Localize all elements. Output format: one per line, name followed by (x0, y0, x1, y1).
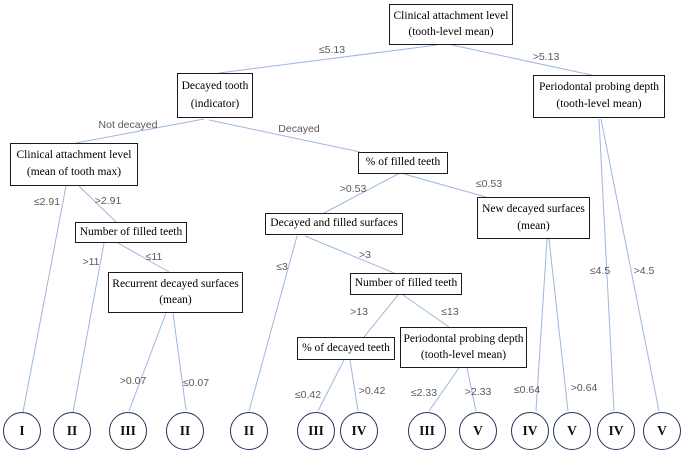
leaf-node: III (408, 412, 446, 450)
node-cal-tooth-level-mean: Clinical attachment level (tooth-level m… (389, 4, 513, 45)
node-sublabel: (tooth-level mean) (408, 25, 494, 38)
edge-label-le-233: ≤2.33 (410, 387, 438, 399)
node-label: Clinical attachment level (393, 9, 509, 22)
edge-decayed-filled-to-leaf-5 (248, 235, 298, 412)
edge-pct-filled-to-decayed-filled (323, 173, 399, 214)
edge-label-gt-3: >3 (359, 249, 371, 261)
node-sublabel: (mean) (517, 219, 550, 232)
node-sublabel: (tooth-level mean) (556, 98, 642, 111)
leaf-node: IV (597, 412, 635, 450)
edge-pct-decayed-to-leaf-6 (317, 359, 345, 412)
node-pct-filled-teeth: % of filled teeth (358, 152, 448, 174)
edge-ppd-bottom-to-leaf-9 (466, 367, 477, 412)
leaf-node: IV (340, 412, 378, 450)
node-label: Periodontal probing depth (403, 332, 524, 345)
edge-label-gt-513: >5.13 (532, 51, 560, 63)
edge-decayed-filled-to-num-filled-right (304, 235, 395, 274)
leaf-node: I (3, 412, 41, 450)
node-cal-mean-of-tooth-max: Clinical attachment level (mean of tooth… (10, 143, 138, 186)
leaf-node: III (109, 412, 147, 450)
node-sublabel: (tooth-level mean) (420, 348, 507, 361)
node-recurrent-decayed-surfaces: Recurrent decayed surfaces (mean) (108, 272, 243, 313)
node-new-decayed-surfaces: New decayed surfaces (mean) (477, 197, 590, 239)
edge-cal-tooth-max-to-num-filled-left (78, 185, 117, 223)
leaf-node: III (297, 412, 335, 450)
node-decayed-tooth: Decayed tooth (indicator) (177, 73, 253, 118)
edge-label-gt-007: >0.07 (119, 375, 147, 387)
edge-label-le-042: ≤0.42 (294, 389, 322, 401)
leaf-node: V (459, 412, 497, 450)
leaf-node: II (53, 412, 91, 450)
edge-root-to-ppd-right (451, 44, 597, 77)
edge-pct-filled-to-new-decayed (403, 173, 487, 198)
edge-label-le-007: ≤0.07 (182, 377, 210, 389)
node-label: Periodontal probing depth (538, 81, 660, 94)
edge-decayed-tooth-to-cal-tooth-max (75, 118, 205, 144)
edge-decayed-tooth-to-pct-filled (208, 119, 361, 153)
node-pct-decayed-teeth: % of decayed teeth (297, 337, 395, 360)
node-ppd-tooth-level-mean-right: Periodontal probing depth (tooth-level m… (533, 75, 665, 118)
edge-label-not-decayed: Not decayed (98, 119, 158, 131)
edge-ppd-right-to-leaf-13 (600, 118, 660, 412)
edge-ppd-right-to-leaf-12 (598, 118, 615, 412)
edge-label-le-291: ≤2.91 (33, 196, 61, 208)
edge-label-decayed: Decayed (278, 123, 320, 135)
leaf-node: IV (511, 412, 549, 450)
node-number-filled-teeth-right: Number of filled teeth (350, 273, 462, 295)
edge-label-gt-233: >2.33 (464, 386, 492, 398)
edge-num-filled-left-to-leaf-2 (72, 242, 105, 413)
node-sublabel: (mean of tooth max) (26, 166, 122, 179)
edge-label-gt-291: >2.91 (94, 195, 122, 207)
edge-pct-decayed-to-leaf-7 (349, 359, 359, 412)
node-number-filled-teeth-left: Number of filled teeth (75, 222, 187, 243)
edge-label-gt-13: >13 (350, 306, 368, 318)
node-label: Number of filled teeth (79, 225, 183, 238)
node-label: Decayed tooth (181, 80, 249, 92)
node-label: Number of filled teeth (354, 277, 458, 290)
edge-label-le-13: ≤13 (441, 306, 459, 318)
edge-label-gt-042: >0.42 (358, 385, 386, 397)
node-label: Decayed and filled surfaces (270, 217, 398, 230)
leaf-node: II (230, 412, 268, 450)
node-ppd-tooth-level-mean-bottom: Periodontal probing depth (tooth-level m… (400, 327, 527, 368)
edge-recurrent-to-leaf-4 (172, 312, 187, 411)
edge-label-le-053: ≤0.53 (475, 178, 503, 190)
edge-num-filled-right-to-ppd-bottom (402, 294, 450, 328)
edge-label-gt-064: >0.64 (570, 382, 598, 394)
edge-cal-tooth-max-to-leaf-1 (22, 185, 67, 413)
node-label: % of decayed teeth (302, 341, 390, 354)
node-label: Clinical attachment level (16, 149, 132, 162)
node-label: % of filled teeth (365, 156, 441, 169)
edge-new-decayed-to-leaf-10 (535, 238, 548, 412)
edge-label-le-45: ≤4.5 (589, 265, 611, 277)
node-sublabel: (indicator) (190, 97, 240, 110)
leaf-node: V (643, 412, 681, 450)
edge-label-le-11: ≤11 (145, 251, 163, 263)
node-decayed-and-filled-surfaces: Decayed and filled surfaces (265, 213, 403, 235)
edge-num-filled-right-to-pct-decayed (363, 294, 399, 338)
edge-label-le-3: ≤3 (276, 261, 288, 273)
node-sublabel: (mean) (159, 293, 192, 306)
edge-label-gt-45: >4.5 (633, 265, 655, 277)
node-label: New decayed surfaces (482, 203, 585, 215)
leaf-node: V (553, 412, 591, 450)
node-label: Recurrent decayed surfaces (112, 277, 239, 290)
edge-label-le-064: ≤0.64 (513, 384, 541, 396)
edge-root-to-decayed-tooth (218, 44, 438, 74)
leaf-node: II (166, 412, 204, 450)
edge-label-gt-053: >0.53 (339, 183, 367, 195)
edge-recurrent-to-leaf-3 (128, 312, 167, 412)
edge-label-gt-11: >11 (82, 256, 100, 268)
edge-label-le-513: ≤5.13 (318, 44, 346, 56)
edge-new-decayed-to-leaf-11 (548, 238, 569, 412)
edge-ppd-bottom-to-leaf-8 (428, 367, 460, 412)
edge-num-filled-left-to-recurrent (117, 242, 170, 273)
